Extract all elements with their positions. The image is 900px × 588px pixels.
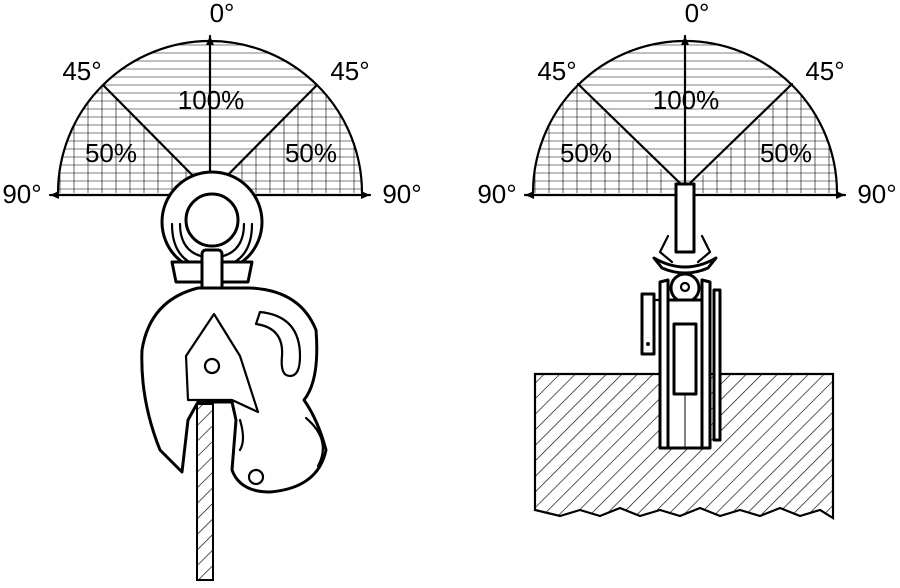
side-collar: [652, 256, 718, 275]
eye-shackle-link: [200, 248, 224, 292]
jaw-tip: [238, 418, 245, 452]
latch-dot: [646, 342, 650, 346]
side-latch: [640, 292, 656, 356]
clamp-cam-plate: [184, 312, 260, 414]
right-label-50pct-left: 50%: [560, 138, 612, 168]
side-shackle-arms: [658, 234, 712, 264]
left-label-90-left: 90°: [2, 179, 41, 209]
right-label-45-left: 45°: [537, 56, 576, 86]
right-label-100pct: 100%: [653, 85, 720, 115]
left-vertical-lifting-clamp: [140, 170, 328, 581]
right-angle-diagram: 0° 45° 45° 90° 90° 100% 50% 50%: [477, 0, 896, 209]
left-label-0: 0°: [210, 0, 235, 28]
right-45-line-left: [576, 82, 687, 190]
right-label-45-right: 45°: [805, 56, 844, 86]
lifting-eye-inner: [184, 192, 240, 248]
right-clamp-side-view: [533, 182, 835, 520]
left-label-45-left: 45°: [62, 56, 101, 86]
left-label-100pct: 100%: [178, 85, 245, 115]
right-label-0: 0°: [685, 0, 710, 28]
lower-pivot: [247, 468, 265, 486]
right-label-90-right: 90°: [857, 179, 896, 209]
right-label-90-left: 90°: [477, 179, 516, 209]
side-cam: [672, 322, 698, 396]
right-label-50pct-right: 50%: [760, 138, 812, 168]
left-angle-diagram: 0° 45° 45° 90° 90° 100% 50% 50%: [2, 0, 421, 209]
clamp-body: [140, 286, 328, 494]
steel-plate: [196, 403, 214, 581]
clamp-slot: [254, 310, 302, 378]
side-shackle: [674, 182, 696, 254]
side-guard: [712, 288, 722, 442]
right-45-line-right: [683, 82, 794, 190]
cam-pivot: [203, 357, 221, 375]
left-label-50pct-left: 50%: [85, 138, 137, 168]
side-pivot-pin: [679, 281, 691, 293]
left-label-50pct-right: 50%: [285, 138, 337, 168]
side-pivot-disk: [669, 272, 701, 304]
pad-guard: [304, 416, 324, 468]
left-label-90-right: 90°: [382, 179, 421, 209]
left-label-45-right: 45°: [330, 56, 369, 86]
